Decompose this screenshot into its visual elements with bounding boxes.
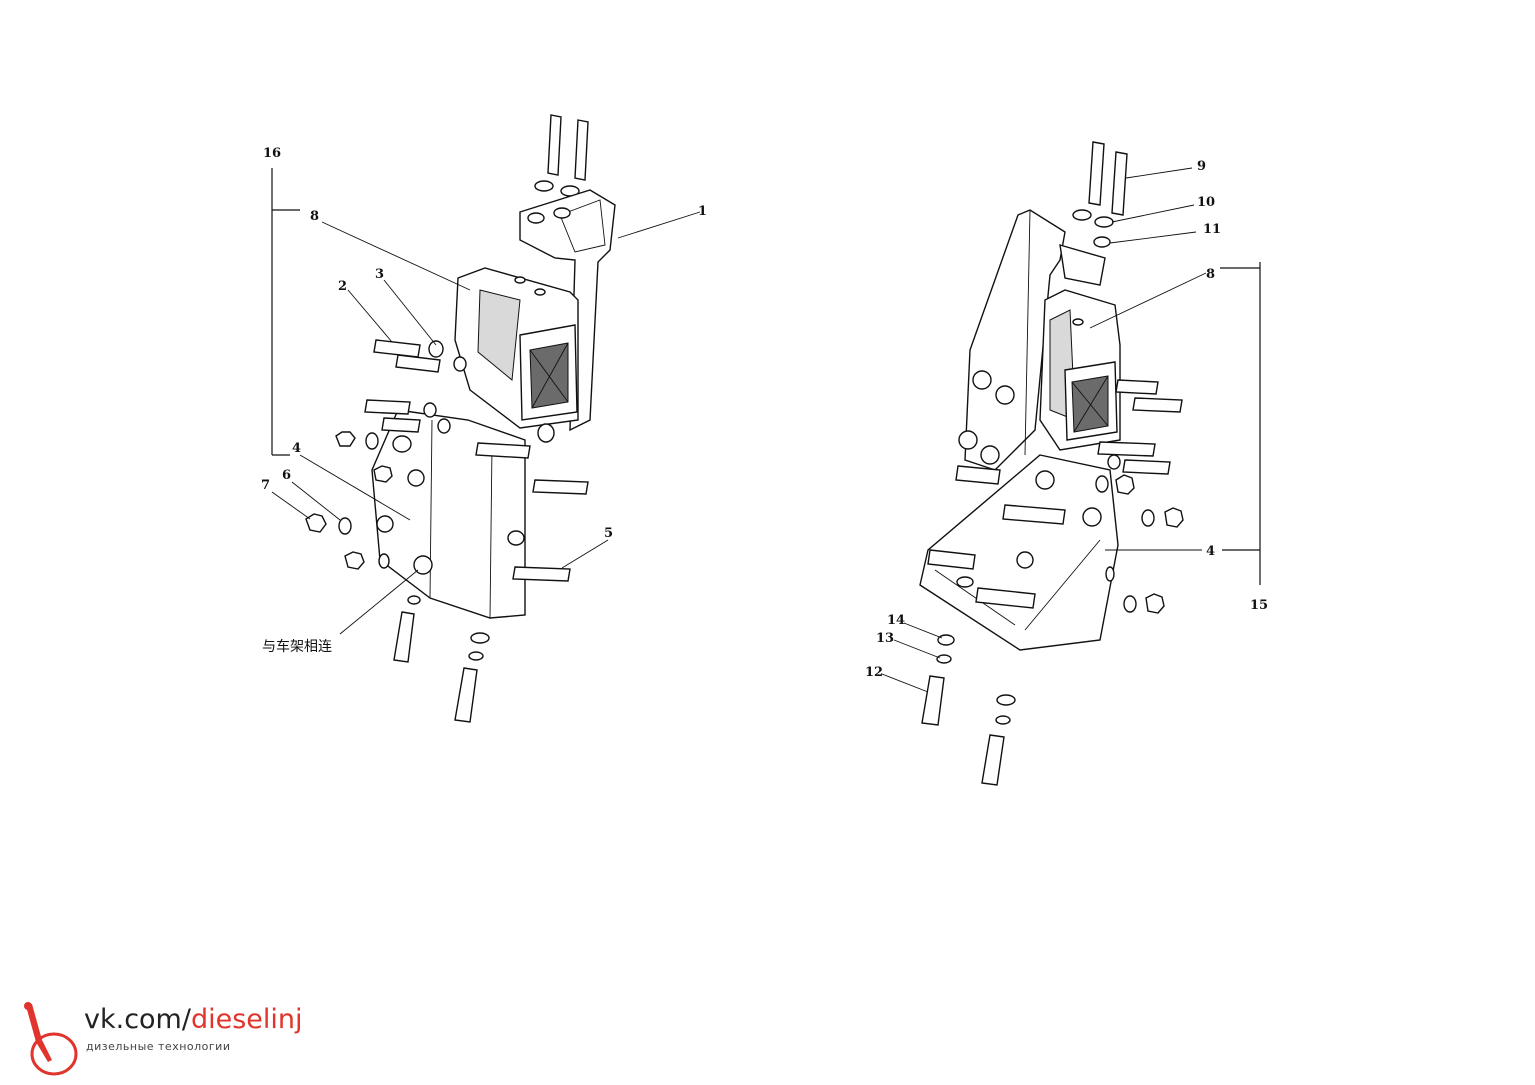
callout-7: 7 [261,478,270,493]
bottom-bolts-right [921,634,1016,786]
callout-4: 4 [292,441,301,456]
lower-bracket-part-4-right [919,454,1119,651]
mount-block-part-8-right [1039,289,1121,451]
callout-16: 16 [263,146,281,161]
right-nuts-washers [1105,474,1184,614]
callout-11: 11 [1203,222,1221,237]
callout-4-right: 4 [1206,544,1215,559]
lower-bracket-part-4 [371,409,526,619]
left-horizontal-bolts [364,339,589,582]
left-callouts: 16 8 1 2 3 4 7 6 5 与车架相连 [261,146,707,655]
upper-bracket-part-1 [519,189,616,432]
top-bolts-right [1072,141,1128,248]
watermark-logo: vk.com/dieselinj дизельные технологии [18,1000,338,1080]
mount-block-part-8 [454,267,579,429]
bottom-bolts-left [393,595,490,723]
callout-12: 12 [865,665,883,680]
callout-10: 10 [1197,195,1215,210]
callout-15: 15 [1250,598,1268,613]
callout-8: 8 [310,209,319,224]
callout-5: 5 [604,526,613,541]
left-nuts-washers [305,431,393,570]
callout-3: 3 [375,267,384,282]
right-horizontal-bolts [927,379,1183,609]
callout-9: 9 [1197,159,1206,174]
frame-connection-note: 与车架相连 [262,638,332,655]
watermark-url-accent: dieselinj [190,1004,303,1035]
right-callouts: 9 10 11 8 4 15 14 13 12 [865,159,1268,680]
callout-13: 13 [876,631,894,646]
top-bolts [534,114,589,197]
watermark-subtitle: дизельные технологии [86,1040,231,1053]
callout-6: 6 [282,468,291,483]
bracket-15 [1220,262,1261,585]
callout-2: 2 [338,279,347,294]
right-assembly: 9 10 11 8 4 15 14 13 12 [865,141,1268,786]
watermark-url: vk.com/dieselinj [84,1004,303,1035]
watermark-url-prefix: vk.com/ [84,1004,191,1035]
right-leader-lines [881,167,1207,693]
callout-14: 14 [887,613,905,628]
left-assembly: 16 8 1 2 3 4 7 6 5 与车架相连 [261,114,707,723]
callout-8-right: 8 [1206,267,1215,282]
left-leader-lines [271,211,701,635]
callout-1: 1 [698,204,707,219]
bracket-16 [271,168,300,456]
long-bracket-plate [958,209,1106,471]
injector-icon [24,1002,78,1076]
